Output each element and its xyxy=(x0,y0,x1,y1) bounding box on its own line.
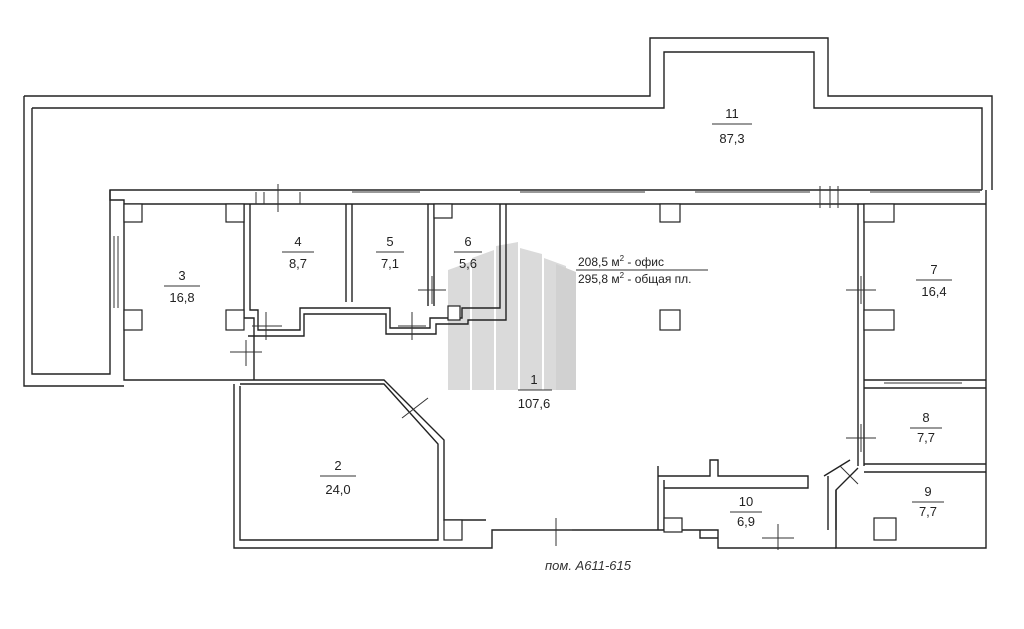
interior-walls xyxy=(243,204,986,530)
total-area-label: - общая пл. xyxy=(624,272,691,286)
room-label-6: 6 5,6 xyxy=(454,234,482,271)
office-area-line: 208,5 м2 - офис xyxy=(578,254,664,269)
room-area: 24,0 xyxy=(325,482,350,497)
room-area: 16,4 xyxy=(921,284,946,299)
door-marks xyxy=(230,276,962,550)
room-label-3: 3 16,8 xyxy=(164,268,200,305)
room-number: 8 xyxy=(922,410,929,425)
room-label-2: 2 24,0 xyxy=(320,458,356,497)
office-area-label: - офис xyxy=(624,255,664,269)
office-area-unit-sup: 2 xyxy=(620,254,625,263)
total-area-line: 295,8 м2 - общая пл. xyxy=(578,271,692,286)
room-area: 8,7 xyxy=(289,256,307,271)
room-number: 6 xyxy=(464,234,471,249)
room-number: 7 xyxy=(930,262,937,277)
room-area: 16,8 xyxy=(169,290,194,305)
total-area-value: 295,8 м xyxy=(578,272,620,286)
room-label-1: 1 107,6 xyxy=(518,372,552,411)
room-label-8: 8 7,7 xyxy=(910,410,942,445)
room-number: 1 xyxy=(530,372,537,387)
room-number: 4 xyxy=(294,234,301,249)
columns xyxy=(123,203,897,541)
plan-caption: пом. А611-615 xyxy=(545,558,632,573)
room-label-5: 5 7,1 xyxy=(376,234,404,271)
room-number: 10 xyxy=(739,494,753,509)
room-number: 5 xyxy=(386,234,393,249)
room-label-4: 4 8,7 xyxy=(282,234,314,271)
room-number: 2 xyxy=(334,458,341,473)
room-number: 3 xyxy=(178,268,185,283)
outer-walls xyxy=(23,37,993,549)
total-area-unit-sup: 2 xyxy=(620,271,625,280)
office-area-value: 208,5 м xyxy=(578,255,620,269)
room-label-9: 9 7,7 xyxy=(912,484,944,519)
room-area: 7,7 xyxy=(917,430,935,445)
room-number: 11 xyxy=(725,106,739,121)
room-area: 6,9 xyxy=(737,514,755,529)
room-area: 87,3 xyxy=(719,131,744,146)
building-watermark-icon xyxy=(448,242,576,390)
room-area: 7,1 xyxy=(381,256,399,271)
room-number: 9 xyxy=(924,484,931,499)
room-area: 5,6 xyxy=(459,256,477,271)
room-label-11: 11 87,3 xyxy=(712,106,752,146)
room-area: 107,6 xyxy=(518,396,551,411)
windows-top xyxy=(113,184,980,308)
room-area: 7,7 xyxy=(919,504,937,519)
room-label-7: 7 16,4 xyxy=(916,262,952,299)
room-label-10: 10 6,9 xyxy=(730,494,762,529)
area-summary: 208,5 м2 - офис 295,8 м2 - общая пл. xyxy=(576,254,708,286)
